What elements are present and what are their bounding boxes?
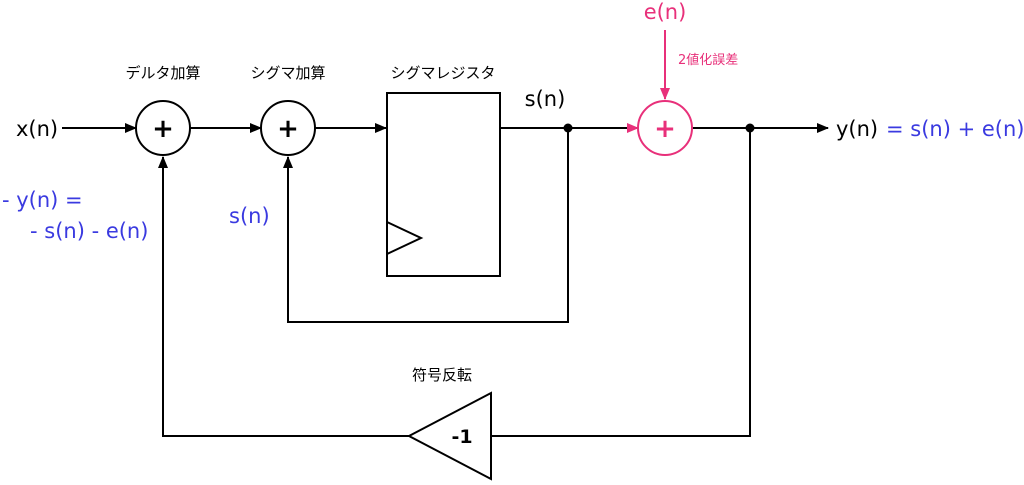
quant-error-label: 2値化誤差 [678,52,738,68]
error-adder-symbol: + [654,114,676,144]
junction-dot-s [563,123,573,133]
junction-dot-y [745,123,755,133]
register-output-label: s(n) [525,87,566,111]
sigma-register-block [386,92,501,277]
signal-wires [62,123,829,437]
feedback-equation-line1: - y(n) = [2,188,83,212]
delta-sum-label: デルタ加算 [125,64,200,82]
register-label: シグマレジスタ [390,64,495,82]
wire-output-to-inverter [491,128,751,437]
error-signal-label: e(n) [644,0,687,24]
error-adder: + [637,100,693,156]
delta-adder: + [135,100,191,156]
input-signal-label: x(n) [16,117,58,141]
feedback-equation-line2: - s(n) - e(n) [30,219,148,243]
wire-sigma-loop [283,128,569,323]
sign-inverter: -1 [406,391,492,481]
sigma-sum-label: シグマ加算 [250,64,325,82]
sign-invert-label: 符号反転 [412,366,472,384]
sigma-adder-symbol: + [277,114,299,144]
sigma-loop-label: s(n) [229,204,270,228]
output-signal-label: y(n) [836,117,878,141]
output-equation: = s(n) + e(n) [886,117,1024,141]
wire-inverter-to-delta [158,156,409,437]
delta-adder-symbol: + [152,114,174,144]
inverter-gain: -1 [451,426,472,448]
clock-edge-icon [386,221,424,255]
sigma-adder: + [260,100,316,156]
